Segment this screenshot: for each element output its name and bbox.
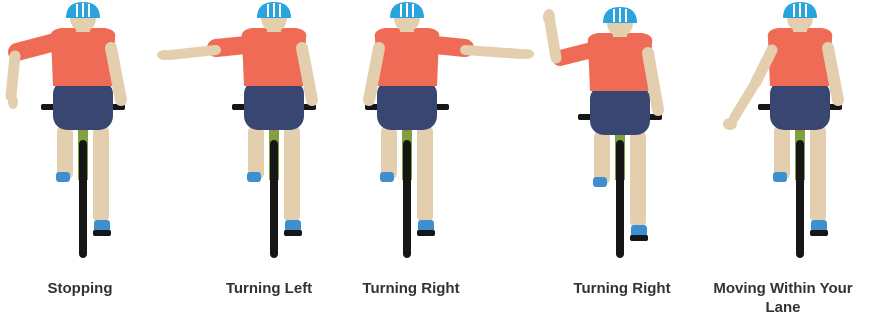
signal-caption-moving-within-lane: Moving Within Your Lane: [698, 279, 868, 317]
signal-caption-turning-right-extended: Turning Right: [311, 279, 511, 298]
signal-caption-stopping: Stopping: [0, 279, 180, 298]
signal-panel-turning-right-extended: Turning Right: [340, 0, 540, 320]
stop-signal-icon: [0, 0, 160, 270]
signal-caption-turning-right-raised: Turning Right: [522, 279, 722, 298]
left-turn-signal-icon: [160, 0, 340, 270]
signal-panel-turning-left: Turning Left: [160, 0, 340, 320]
signal-panel-turning-right-raised: Turning Right: [540, 0, 700, 320]
signal-panel-stopping: Stopping: [0, 0, 160, 320]
signal-panel-moving-within-lane: Moving Within Your Lane: [700, 0, 878, 320]
right-turn-signal-extended-arm-icon: [340, 0, 540, 270]
right-turn-signal-raised-arm-icon: [540, 0, 700, 270]
lane-position-signal-icon: [700, 0, 878, 270]
